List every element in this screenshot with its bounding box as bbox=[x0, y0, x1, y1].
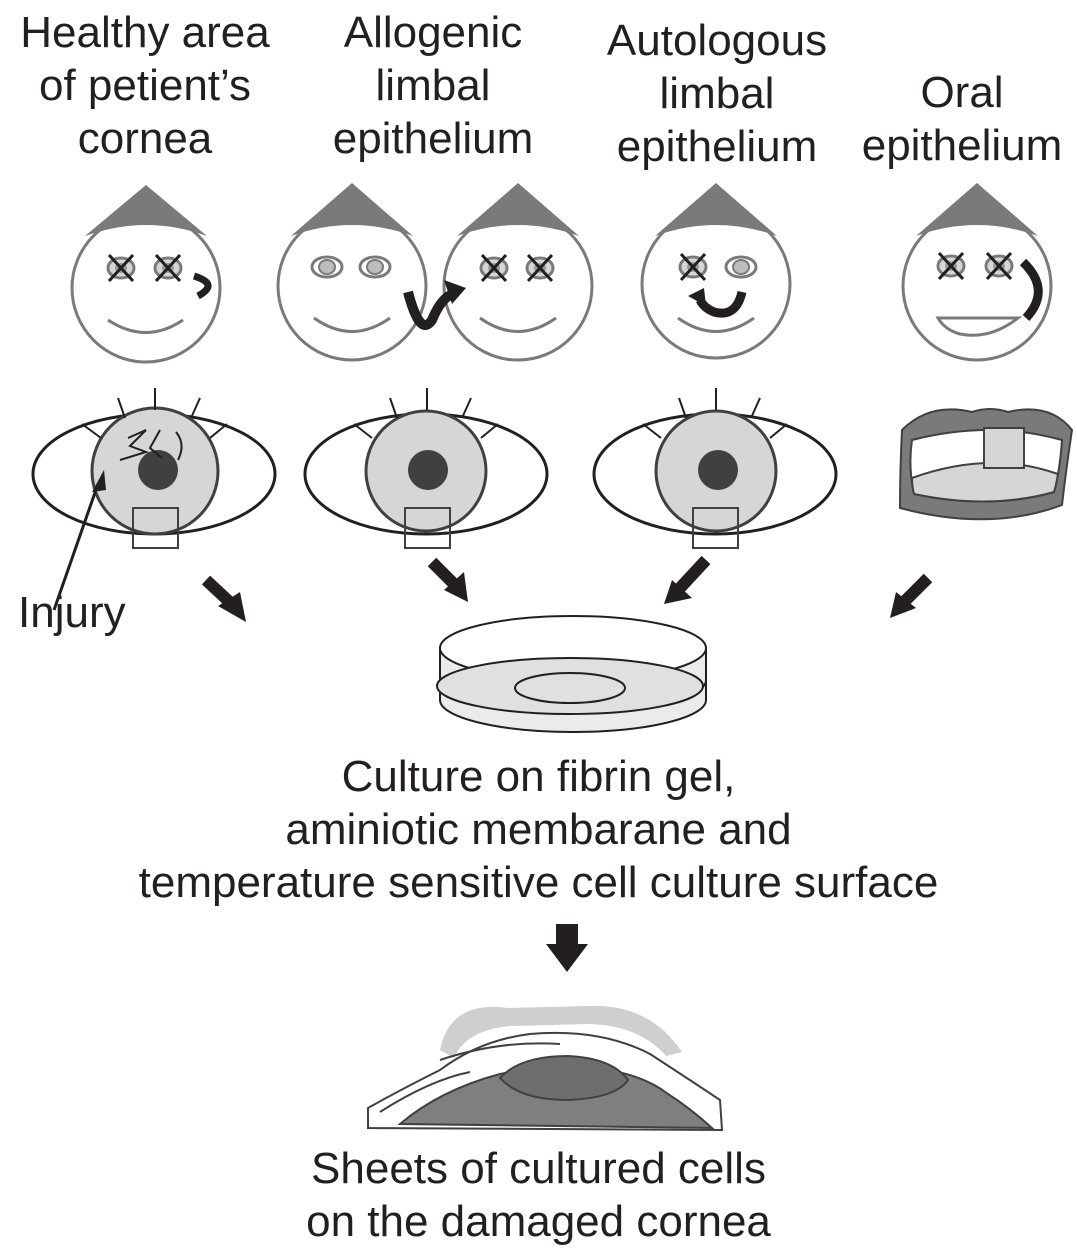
biopsy-box bbox=[984, 428, 1024, 468]
caption-line: temperature sensitive cell culture surfa… bbox=[0, 856, 1077, 909]
healthy-eye-icon bbox=[312, 257, 342, 277]
caption-line: on the damaged cornea bbox=[0, 1195, 1077, 1248]
cornea-cross-section bbox=[368, 1006, 722, 1130]
crossed-eye-icon bbox=[155, 255, 181, 281]
arrow-to-dish-1 bbox=[206, 580, 246, 622]
open-mouth bbox=[900, 409, 1072, 519]
pupil bbox=[138, 450, 178, 490]
autologous-eye bbox=[594, 388, 836, 548]
injury-label: Injury bbox=[18, 588, 126, 638]
allogenic-eye bbox=[305, 388, 547, 548]
caption-line: aminiotic membarane and bbox=[0, 803, 1077, 856]
pupil bbox=[408, 450, 448, 490]
culture-caption: Culture on fibrin gel, aminiotic membara… bbox=[0, 750, 1077, 909]
culture-dish bbox=[437, 616, 706, 732]
arrow-down bbox=[546, 924, 588, 972]
crossed-eye-icon bbox=[938, 253, 964, 279]
arrow-to-dish-3 bbox=[664, 560, 706, 604]
face-healthy-donor bbox=[72, 185, 220, 362]
pupil bbox=[698, 450, 738, 490]
face-allogenic-recipient bbox=[444, 183, 592, 360]
crossed-eye-icon bbox=[986, 253, 1012, 279]
crossed-eye-icon bbox=[680, 254, 706, 280]
caption-line: Sheets of cultured cells bbox=[0, 1142, 1077, 1195]
crossed-eye-icon bbox=[481, 255, 507, 281]
crossed-eye-icon bbox=[108, 255, 134, 281]
healthy-eye-icon bbox=[726, 257, 756, 277]
face-allogenic-donor bbox=[278, 183, 426, 360]
arrow-to-dish-4 bbox=[890, 578, 928, 618]
result-caption: Sheets of cultured cells on the damaged … bbox=[0, 1142, 1077, 1248]
face-oral bbox=[903, 183, 1051, 360]
crossed-eye-icon bbox=[527, 255, 553, 281]
healthy-eye-icon bbox=[360, 257, 390, 277]
injured-eye bbox=[33, 388, 275, 548]
caption-line: Culture on fibrin gel, bbox=[0, 750, 1077, 803]
arrow-to-dish-2 bbox=[432, 562, 468, 602]
face-autologous bbox=[642, 183, 790, 358]
